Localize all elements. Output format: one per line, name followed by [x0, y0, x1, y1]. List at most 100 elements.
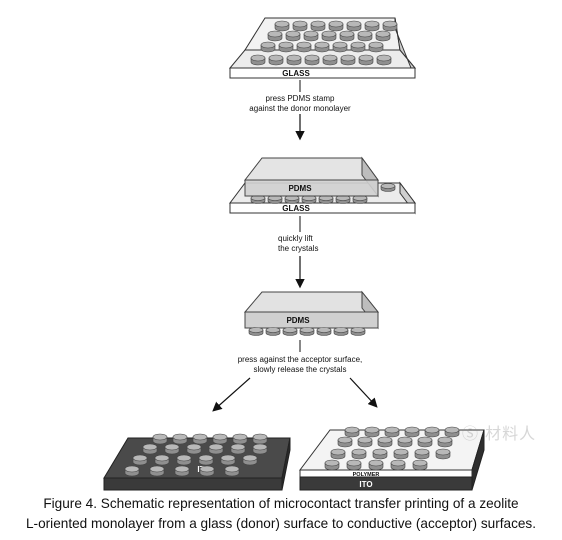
zeolite-crystal: [350, 327, 366, 336]
arrow-to-polymer: [349, 377, 378, 408]
zeolite-crystal: [260, 41, 276, 53]
zeolite-crystal: [435, 448, 451, 460]
zeolite-crystal: [444, 426, 460, 438]
zeolite-crystal: [414, 448, 430, 460]
zeolite-crystal: [376, 54, 392, 66]
zeolite-crystal: [242, 454, 258, 466]
zeolite-crystal: [154, 454, 170, 466]
pdms-label-2: PDMS: [288, 184, 312, 193]
crystal-monolayer: [250, 20, 398, 66]
zeolite-crystal: [340, 54, 356, 66]
zeolite-crystal: [152, 433, 168, 445]
glass-label: GLASS: [282, 69, 310, 78]
zeolite-crystal: [380, 183, 396, 192]
pdms-stamp-front: [244, 179, 379, 197]
zeolite-crystal: [274, 20, 290, 32]
zeolite-crystal: [350, 41, 366, 53]
step-2-text-line-2: the crystals: [278, 244, 318, 253]
arrow-to-ito: [212, 377, 251, 412]
zeolite-crystal: [339, 30, 355, 42]
step-3-text-line-2: slowly release the crystals: [254, 365, 347, 374]
zeolite-crystal: [224, 465, 240, 477]
zeolite-crystal: [176, 454, 192, 466]
zeolite-crystal: [321, 30, 337, 42]
stage-1-glass-donor: GLASS: [228, 17, 417, 79]
transferred-crystals-ito: [124, 433, 268, 477]
zeolite-crystal: [390, 459, 406, 471]
zeolite-crystal: [292, 20, 308, 32]
zeolite-crystal: [324, 459, 340, 471]
zeolite-crystal: [232, 433, 248, 445]
zeolite-crystal: [230, 443, 246, 455]
stage-3-pdms-with-crystals: PDMS: [243, 290, 380, 336]
glass-slab-front-2: [229, 202, 416, 214]
zeolite-crystal: [172, 433, 188, 445]
polymer-label: POLYMER: [353, 472, 380, 478]
zeolite-crystal: [322, 54, 338, 66]
stage-4-ito-acceptor: ITO: [103, 433, 291, 491]
glass-label-2: GLASS: [282, 204, 310, 213]
zeolite-crystal: [282, 327, 298, 336]
zeolite-crystal: [346, 20, 362, 32]
zeolite-crystal: [268, 54, 284, 66]
zeolite-crystal: [198, 454, 214, 466]
zeolite-crystal: [208, 443, 224, 455]
zeolite-crystal: [286, 54, 302, 66]
zeolite-crystal: [174, 465, 190, 477]
zeolite-crystal: [332, 41, 348, 53]
zeolite-crystal: [372, 448, 388, 460]
zeolite-crystal: [364, 20, 380, 32]
zeolite-crystal: [296, 41, 312, 53]
zeolite-crystal: [314, 41, 330, 53]
zeolite-crystal: [368, 459, 384, 471]
zeolite-crystal: [303, 30, 319, 42]
zeolite-crystal: [377, 436, 393, 448]
zeolite-crystal: [192, 433, 208, 445]
watermark: Ⓢ 材料人: [462, 424, 537, 443]
zeolite-crystal: [404, 426, 420, 438]
zeolite-crystal: [124, 465, 140, 477]
step-2-text-line-1: quickly lift: [278, 234, 313, 243]
ito-label-2: ITO: [359, 480, 372, 489]
zeolite-crystal: [278, 41, 294, 53]
zeolite-crystal: [333, 327, 349, 336]
zeolite-crystal: [250, 195, 266, 204]
zeolite-crystal: [368, 41, 384, 53]
zeolite-crystal: [437, 436, 453, 448]
zeolite-crystal: [284, 195, 300, 204]
zeolite-crystal: [344, 426, 360, 438]
polymer-layer-front: [299, 469, 473, 478]
zeolite-crystal: [250, 54, 266, 66]
zeolite-crystal: [318, 195, 334, 204]
zeolite-crystal: [393, 448, 409, 460]
zeolite-crystal: [142, 443, 158, 455]
zeolite-crystal: [424, 426, 440, 438]
zeolite-crystal: [384, 426, 400, 438]
zeolite-crystal: [351, 448, 367, 460]
zeolite-crystal: [301, 195, 317, 204]
step-1-text-line-1: press PDMS stamp: [266, 94, 335, 103]
zeolite-crystal: [358, 54, 374, 66]
zeolite-crystal: [252, 433, 268, 445]
crystal-monolayer-on-stamp: [248, 327, 366, 336]
zeolite-crystal: [248, 327, 264, 336]
zeolite-crystal: [375, 30, 391, 42]
crystal-monolayer-under-stamp: [250, 183, 396, 204]
stage-4-polymer-acceptor: POLYMER ITO: [299, 426, 485, 491]
zeolite-crystal: [164, 443, 180, 455]
pdms-stamp-top-3: [243, 291, 380, 313]
zeolite-crystal: [252, 443, 268, 455]
zeolite-crystal: [265, 327, 281, 336]
figure-caption: Figure 4. Schematic representation of mi…: [0, 494, 562, 534]
zeolite-crystal: [299, 327, 315, 336]
transferred-crystals-polymer: [324, 426, 460, 471]
zeolite-crystal: [337, 436, 353, 448]
zeolite-crystal: [397, 436, 413, 448]
zeolite-crystal: [199, 465, 215, 477]
caption-line-1: Figure 4. Schematic representation of mi…: [43, 496, 519, 511]
zeolite-crystal: [382, 20, 398, 32]
zeolite-crystal: [316, 327, 332, 336]
ito-layer-front: [299, 476, 473, 491]
caption-line-2: L-oriented monolayer from a glass (donor…: [26, 516, 536, 531]
zeolite-crystal: [132, 454, 148, 466]
